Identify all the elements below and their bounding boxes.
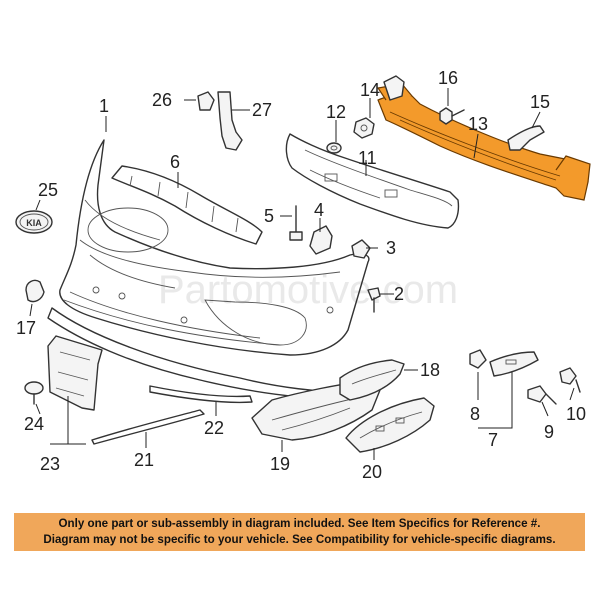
fog-lamp-bezel-right[interactable] [339, 359, 405, 401]
callout-26: 26 [152, 90, 172, 110]
disclaimer-line-1: Only one part or sub-assembly in diagram… [58, 517, 541, 530]
callout-21: 21 [134, 450, 154, 470]
callout-25: 25 [38, 180, 58, 200]
disclaimer-line-2: Diagram may not be specific to your vehi… [43, 533, 556, 546]
license-plate-bracket[interactable] [47, 335, 103, 411]
kia-emblem[interactable]: KIA [15, 210, 53, 234]
callout-22: 22 [204, 418, 224, 438]
callout-14: 14 [360, 80, 380, 100]
screw-2[interactable] [367, 287, 381, 313]
bumper-reinforcement-highlighted[interactable] [376, 83, 591, 201]
callout-3: 3 [386, 238, 396, 258]
grommet-12b [326, 142, 342, 154]
clip-15[interactable] [507, 125, 545, 151]
bracket-4[interactable] [309, 225, 333, 255]
watermark-text: Partomotive.com [158, 268, 458, 312]
callout-18: 18 [420, 360, 440, 380]
push-pin-24[interactable] [24, 381, 44, 405]
callout-8: 8 [470, 404, 480, 424]
callout-10: 10 [566, 404, 586, 424]
lower-garnish[interactable] [149, 385, 253, 404]
callout-4: 4 [314, 200, 324, 220]
tow-hook-cover[interactable] [25, 279, 45, 303]
screw-9[interactable] [527, 385, 557, 405]
energy-absorber[interactable] [285, 133, 460, 229]
nut-12[interactable] [353, 117, 375, 139]
callout-9: 9 [544, 422, 554, 442]
drl-lamp[interactable] [489, 351, 539, 377]
callout-7: 7 [488, 430, 498, 450]
bumper-cover[interactable] [59, 139, 370, 356]
leader-lines [29, 88, 575, 460]
bracket-8[interactable] [469, 349, 487, 369]
callout-19: 19 [270, 454, 290, 474]
callout-15: 15 [530, 92, 550, 112]
callout-27: 27 [252, 100, 272, 120]
lower-bezel[interactable] [345, 397, 435, 453]
side-bracket-27[interactable] [217, 91, 243, 151]
callout-16: 16 [438, 68, 458, 88]
molding-strip[interactable] [91, 409, 205, 445]
callout-6: 6 [170, 152, 180, 172]
callout-1: 1 [99, 96, 109, 116]
disclaimer-banner: Only one part or sub-assembly in diagram… [14, 513, 585, 551]
callout-12: 12 [326, 102, 346, 122]
callout-2: 2 [394, 284, 404, 304]
callout-11: 11 [358, 148, 377, 168]
callout-20: 20 [362, 462, 382, 482]
callout-24: 24 [24, 414, 44, 434]
callout-23: 23 [40, 454, 60, 474]
emblem-text: KIA [26, 218, 42, 228]
callout-17: 17 [16, 318, 36, 338]
callout-numbers: 1 2 3 4 5 6 7 8 9 10 11 12 13 14 15 16 1… [16, 68, 586, 482]
bracket-14[interactable] [383, 75, 405, 101]
clip-3[interactable] [351, 239, 371, 259]
side-bracket-26[interactable] [197, 91, 215, 111]
screw-10[interactable] [559, 367, 581, 393]
bolt-5[interactable] [289, 205, 303, 241]
callout-5: 5 [264, 206, 274, 226]
callout-13: 13 [468, 114, 488, 134]
bolt-16[interactable] [439, 107, 465, 125]
grille-bracket[interactable] [111, 165, 263, 245]
